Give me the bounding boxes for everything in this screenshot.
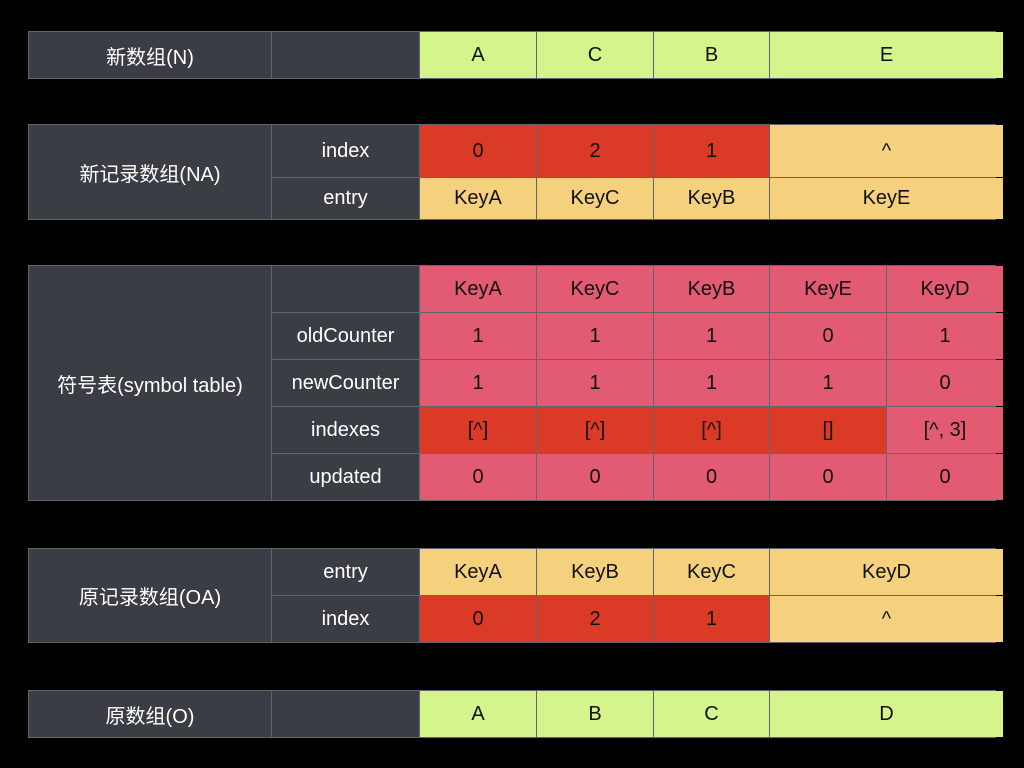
row-label-entry: entry bbox=[272, 178, 419, 219]
old-record-entry-cell: KeyB bbox=[537, 549, 653, 595]
old-record-index-cell: 2 bbox=[537, 596, 653, 642]
new-record-table: 新记录数组(NA) index 0 2 1 ^ entry KeyA KeyC … bbox=[28, 124, 1003, 220]
new-record-index-cell: 2 bbox=[537, 125, 653, 177]
old-record-entry-cell: KeyD bbox=[770, 549, 1003, 595]
row-label-index: index bbox=[272, 125, 419, 177]
new-record-entry-cell: KeyA bbox=[420, 178, 536, 219]
new-record-entry-cell: KeyB bbox=[654, 178, 769, 219]
old-record-table: 原记录数组(OA) entry KeyA KeyB KeyC KeyD inde… bbox=[28, 548, 1003, 643]
old-array-cell: C bbox=[654, 691, 769, 737]
symbol-table-corner bbox=[272, 266, 419, 312]
indexes-cell: [^, 3] bbox=[887, 407, 1003, 453]
oldcounter-cell: 1 bbox=[537, 313, 653, 359]
symbol-table-key: KeyE bbox=[770, 266, 886, 312]
new-array-cell: C bbox=[537, 32, 653, 78]
symbol-table-key: KeyD bbox=[887, 266, 1003, 312]
new-record-title: 新记录数组(NA) bbox=[29, 125, 271, 219]
updated-cell: 0 bbox=[770, 454, 886, 500]
indexes-cell: [^] bbox=[654, 407, 769, 453]
old-array-label bbox=[272, 691, 419, 737]
newcounter-cell: 1 bbox=[420, 360, 536, 406]
newcounter-cell: 0 bbox=[887, 360, 1003, 406]
new-record-entry-cell: KeyE bbox=[770, 178, 1003, 219]
old-array-cell: A bbox=[420, 691, 536, 737]
row-label-indexes: indexes bbox=[272, 407, 419, 453]
old-record-index-cell: 1 bbox=[654, 596, 769, 642]
new-record-index-cell: 0 bbox=[420, 125, 536, 177]
oldcounter-cell: 0 bbox=[770, 313, 886, 359]
old-array-cell: B bbox=[537, 691, 653, 737]
row-label-oldcounter: oldCounter bbox=[272, 313, 419, 359]
row-label-updated: updated bbox=[272, 454, 419, 500]
new-record-entry-cell: KeyC bbox=[537, 178, 653, 219]
oldcounter-cell: 1 bbox=[887, 313, 1003, 359]
updated-cell: 0 bbox=[537, 454, 653, 500]
new-array-label bbox=[272, 32, 419, 78]
indexes-cell: [] bbox=[770, 407, 886, 453]
old-record-index-cell: ^ bbox=[770, 596, 1003, 642]
newcounter-cell: 1 bbox=[537, 360, 653, 406]
updated-cell: 0 bbox=[887, 454, 1003, 500]
updated-cell: 0 bbox=[654, 454, 769, 500]
new-array-table: 新数组(N) A C B E bbox=[28, 31, 1003, 79]
newcounter-cell: 1 bbox=[654, 360, 769, 406]
oldcounter-cell: 1 bbox=[420, 313, 536, 359]
symbol-table-key: KeyA bbox=[420, 266, 536, 312]
old-record-index-cell: 0 bbox=[420, 596, 536, 642]
row-label-entry: entry bbox=[272, 549, 419, 595]
indexes-cell: [^] bbox=[420, 407, 536, 453]
new-record-index-cell: 1 bbox=[654, 125, 769, 177]
symbol-table-key: KeyC bbox=[537, 266, 653, 312]
old-array-cell: D bbox=[770, 691, 1003, 737]
row-label-index: index bbox=[272, 596, 419, 642]
newcounter-cell: 1 bbox=[770, 360, 886, 406]
old-array-table: 原数组(O) A B C D bbox=[28, 690, 1003, 738]
old-record-title: 原记录数组(OA) bbox=[29, 549, 271, 642]
new-array-cell: E bbox=[770, 32, 1003, 78]
oldcounter-cell: 1 bbox=[654, 313, 769, 359]
indexes-cell: [^] bbox=[537, 407, 653, 453]
updated-cell: 0 bbox=[420, 454, 536, 500]
symbol-table: 符号表(symbol table) KeyA KeyC KeyB KeyE Ke… bbox=[28, 265, 1003, 501]
old-record-entry-cell: KeyC bbox=[654, 549, 769, 595]
new-array-cell: B bbox=[654, 32, 769, 78]
row-label-newcounter: newCounter bbox=[272, 360, 419, 406]
symbol-table-key: KeyB bbox=[654, 266, 769, 312]
new-record-index-cell: ^ bbox=[770, 125, 1003, 177]
symbol-table-title: 符号表(symbol table) bbox=[29, 266, 271, 500]
new-array-cell: A bbox=[420, 32, 536, 78]
old-record-entry-cell: KeyA bbox=[420, 549, 536, 595]
new-array-title: 新数组(N) bbox=[29, 32, 271, 78]
old-array-title: 原数组(O) bbox=[29, 691, 271, 737]
